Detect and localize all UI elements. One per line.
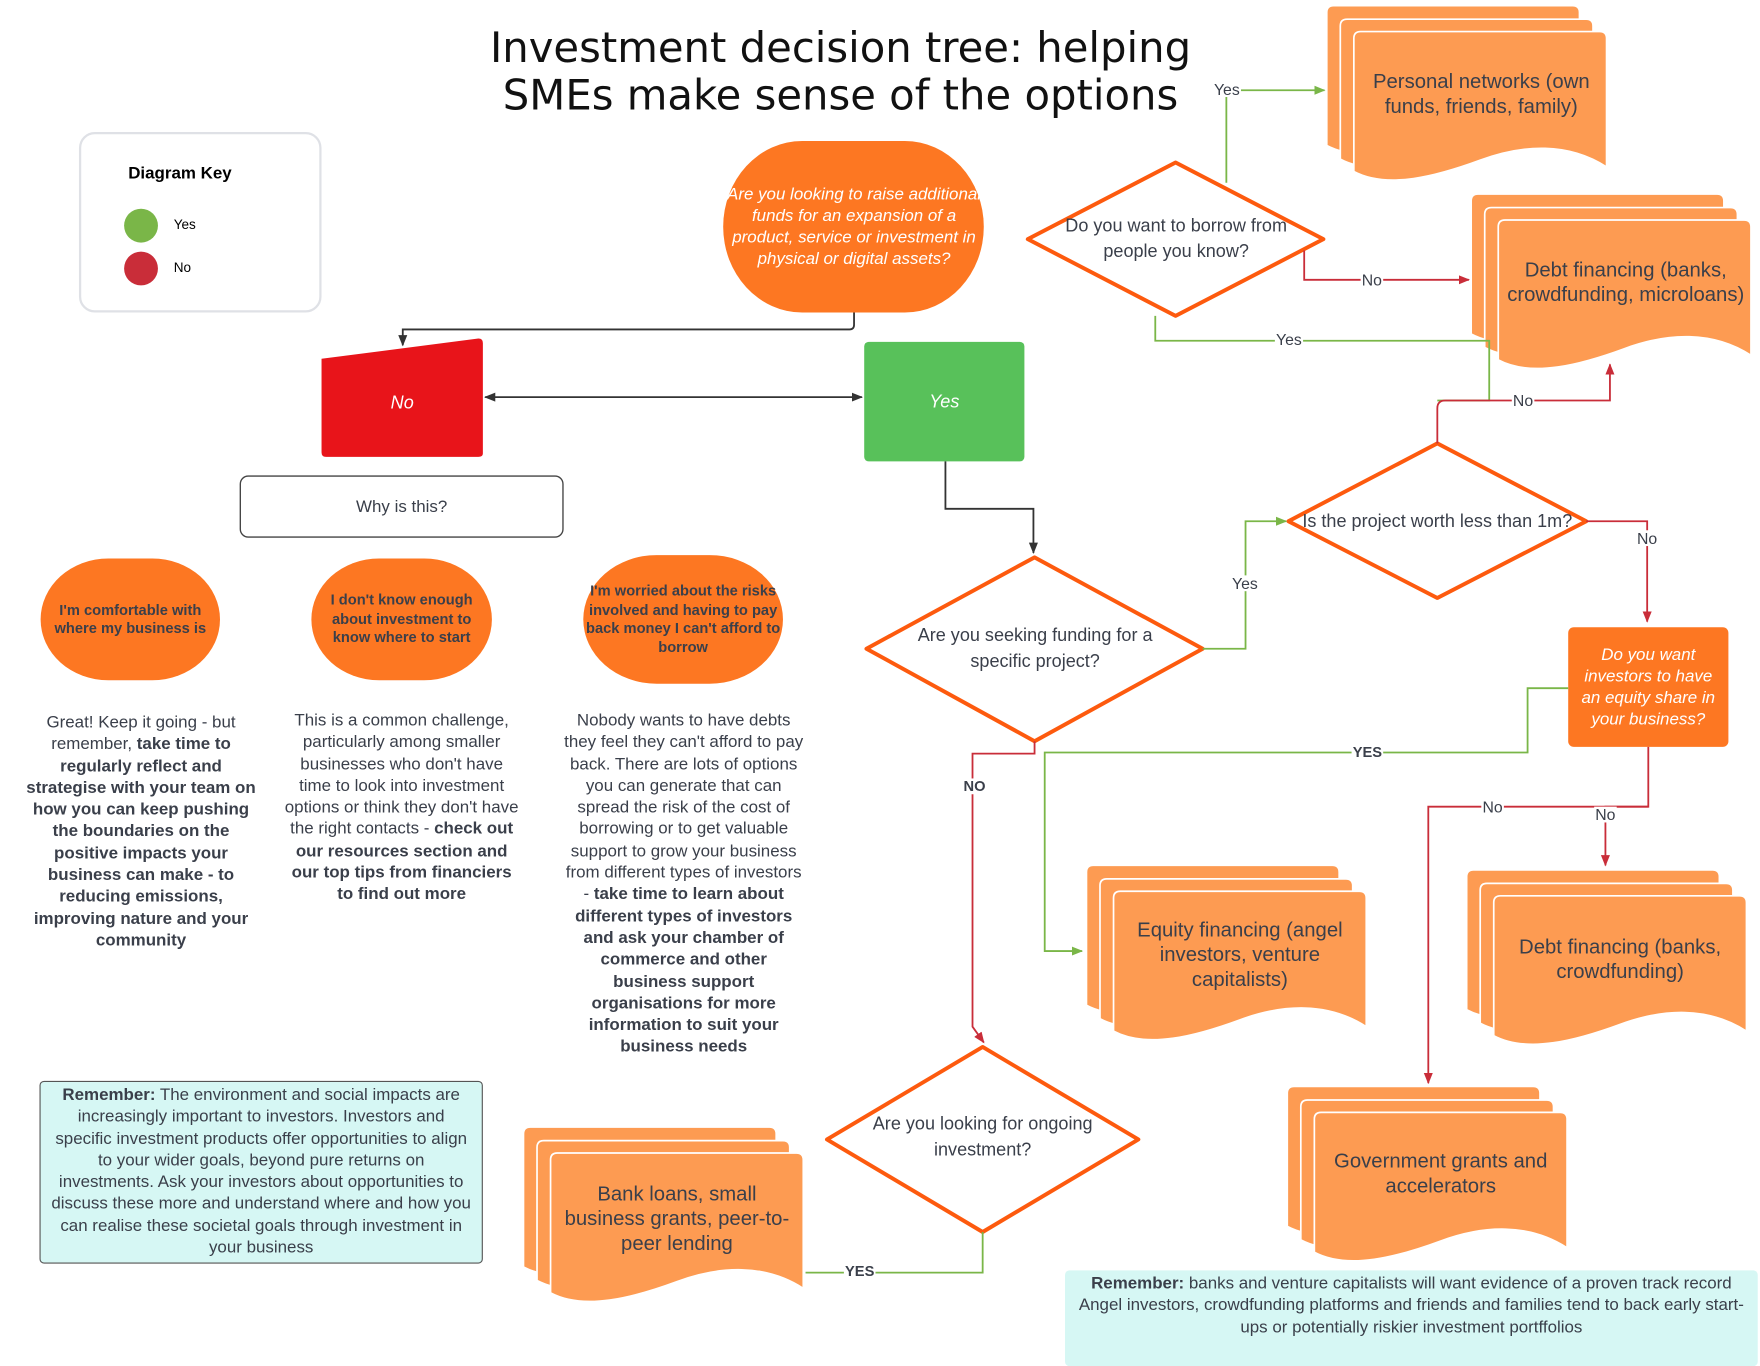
edge-label-no: No <box>1511 391 1535 410</box>
legend-yes-label: Yes <box>173 216 196 233</box>
page-title: Investment decision tree: helping SMEs m… <box>429 23 1253 120</box>
outcome-debt-microloans[interactable]: Debt financing (banks, crowdfunding, mic… <box>1507 258 1745 306</box>
reason-worried[interactable]: I'm worried about the risks involved and… <box>586 582 781 655</box>
remember-note-left: Remember: The environment and social imp… <box>39 1080 483 1264</box>
decision-worth-less[interactable]: Is the project worth less than 1m? <box>1302 511 1573 531</box>
yes-color-icon <box>124 208 158 243</box>
why-box[interactable]: Why is this? <box>356 496 448 517</box>
reason-dont-know-text: This is a common challenge, particularly… <box>284 710 519 905</box>
remember-note-right: Remember: banks and venture capitalists … <box>1065 1270 1758 1366</box>
start-question[interactable]: Are you looking to raise additional fund… <box>727 185 982 269</box>
outcome-equity-financing[interactable]: Equity financing (angel investors, ventu… <box>1137 918 1343 991</box>
edge-label-no: No <box>1635 529 1659 548</box>
edge-label-yes: YES <box>1351 743 1384 761</box>
no-box-shape <box>321 338 483 457</box>
title-line-2: SMEs make sense of the options <box>502 71 1179 120</box>
edge-label-yes: Yes <box>1212 80 1241 99</box>
edge-label-no: No <box>1360 270 1384 289</box>
outcome-bank-loans[interactable]: Bank loans, small business grants, peer-… <box>564 1182 790 1255</box>
edge-label-no: No <box>1594 805 1617 824</box>
title-line-1: Investment decision tree: helping <box>489 23 1192 73</box>
yes-box-shape <box>864 341 1025 462</box>
outcome-debt-financing[interactable]: Debt financing (banks, crowdfunding) <box>1519 935 1722 983</box>
reason-comfortable[interactable]: I'm comfortable with where my business i… <box>54 600 207 637</box>
edge-label-yes: YES <box>843 1262 876 1280</box>
decision-equity-share[interactable]: Do you want investors to have an equity … <box>1581 645 1716 729</box>
legend-no-label: No <box>173 259 192 276</box>
yes-box[interactable]: Yes <box>929 392 960 412</box>
diagram-key: Diagram Key Yes No <box>78 131 322 313</box>
edge-label-no: NO <box>962 777 987 795</box>
edge-label-yes: Yes <box>1230 574 1259 593</box>
no-box[interactable]: No <box>390 393 414 413</box>
edge-label-no: No <box>1481 797 1504 816</box>
outcome-government-grants[interactable]: Government grants and accelerators <box>1334 1149 1548 1198</box>
outcome-personal-networks[interactable]: Personal networks (own funds, friends, f… <box>1372 69 1590 118</box>
decision-specific-project[interactable]: Are you seeking funding for a specific p… <box>917 626 1153 672</box>
edge-label-yes: Yes <box>1274 330 1303 349</box>
legend-title: Diagram Key <box>128 163 232 183</box>
reason-worried-text: Nobody wants to have debts they feel the… <box>564 710 804 1057</box>
reason-dont-know[interactable]: I don't know enough about investment to … <box>330 591 473 646</box>
reason-comfortable-text: Great! Keep it going - but remember, tak… <box>26 713 256 950</box>
decision-ongoing[interactable]: Are you looking for ongoing investment? <box>872 1114 1093 1160</box>
decision-borrow-known[interactable]: Do you want to borrow from people you kn… <box>1065 216 1288 262</box>
no-color-icon <box>124 251 158 286</box>
start-question-shape <box>723 141 984 313</box>
